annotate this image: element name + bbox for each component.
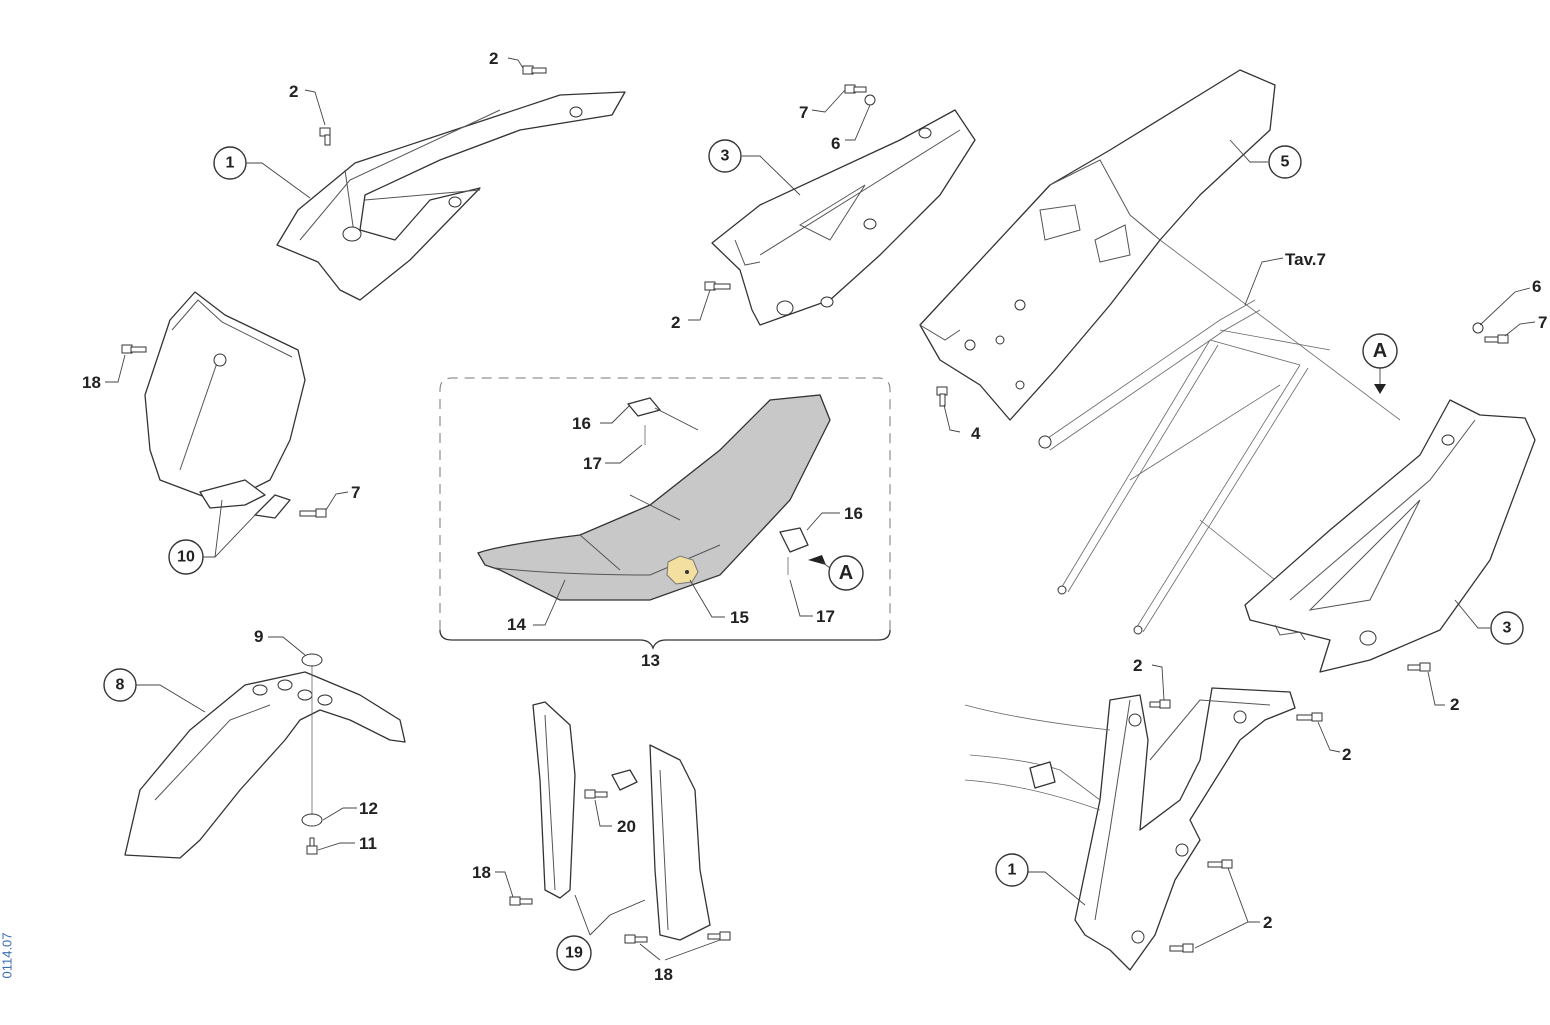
part-1-side-panel-top (276, 91, 626, 301)
label-13: 13 (641, 651, 660, 670)
label-12: 12 (359, 799, 378, 818)
part-8-front-fender (124, 653, 406, 859)
callout-19: 19 (556, 935, 592, 971)
label-16: 16 (572, 414, 591, 433)
callout-8: 8 (103, 668, 137, 702)
callout-1-bottom: 1 (995, 853, 1029, 887)
seat (477, 394, 831, 601)
svg-text:3: 3 (1503, 620, 1512, 637)
label-2: 2 (1133, 656, 1142, 675)
label-2: 2 (1342, 745, 1351, 764)
label-2: 2 (1450, 695, 1459, 714)
seat-patch (666, 555, 699, 585)
part-3-side-panel-top (711, 109, 976, 326)
callout-3-top: 3 (708, 139, 742, 173)
label-6: 6 (1532, 277, 1541, 296)
label-17: 17 (583, 454, 602, 473)
svg-text:1: 1 (226, 155, 235, 172)
callout-a-view: A (1362, 333, 1398, 369)
svg-text:10: 10 (177, 549, 195, 566)
svg-text:5: 5 (1281, 154, 1290, 171)
part-19-fork-guards (532, 701, 711, 941)
label-2: 2 (489, 49, 498, 68)
part-number-labels: Tav.7 2 2 2 2 2 2 2 4 6 6 7 7 7 9 11 12 … (82, 49, 1547, 984)
callout-5: 5 (1268, 145, 1302, 179)
subframe-tav7 (1038, 239, 1401, 635)
label-7: 7 (1538, 313, 1547, 332)
callout-10: 10 (168, 539, 204, 575)
callout-1-top: 1 (213, 146, 247, 180)
label-18: 18 (654, 965, 673, 984)
callout-3-right: 3 (1490, 611, 1524, 645)
part-5-rear-fender (919, 69, 1276, 421)
label-20: 20 (617, 817, 636, 836)
svg-text:8: 8 (116, 677, 125, 694)
label-18: 18 (82, 373, 101, 392)
label-17: 17 (816, 607, 835, 626)
svg-text:19: 19 (565, 945, 583, 962)
label-2: 2 (671, 313, 680, 332)
label-tav7: Tav.7 (1285, 250, 1326, 269)
label-18: 18 (472, 863, 491, 882)
label-7: 7 (799, 103, 808, 122)
label-7: 7 (351, 483, 360, 502)
part-3-side-panel-right (1244, 399, 1536, 673)
label-2: 2 (1263, 913, 1272, 932)
svg-text:A: A (1373, 340, 1387, 362)
leader-lines (105, 57, 1536, 961)
part-1-side-panel-bottom (964, 687, 1296, 971)
drawing-code: 0114.07 (0, 932, 15, 979)
svg-text:A: A (839, 562, 853, 584)
label-11: 11 (359, 834, 377, 853)
label-16: 16 (844, 504, 863, 523)
label-14: 14 (507, 615, 526, 634)
label-2: 2 (289, 82, 298, 101)
svg-text:1: 1 (1008, 862, 1017, 879)
label-4: 4 (971, 424, 981, 443)
label-9: 9 (254, 627, 263, 646)
seat-group-13 (439, 377, 891, 650)
callout-a-seat: A (828, 555, 864, 591)
fastener-bolts (121, 65, 1509, 953)
front-number-plate (144, 291, 306, 519)
label-6: 6 (831, 134, 840, 153)
svg-text:3: 3 (721, 148, 730, 165)
label-15: 15 (730, 608, 749, 627)
